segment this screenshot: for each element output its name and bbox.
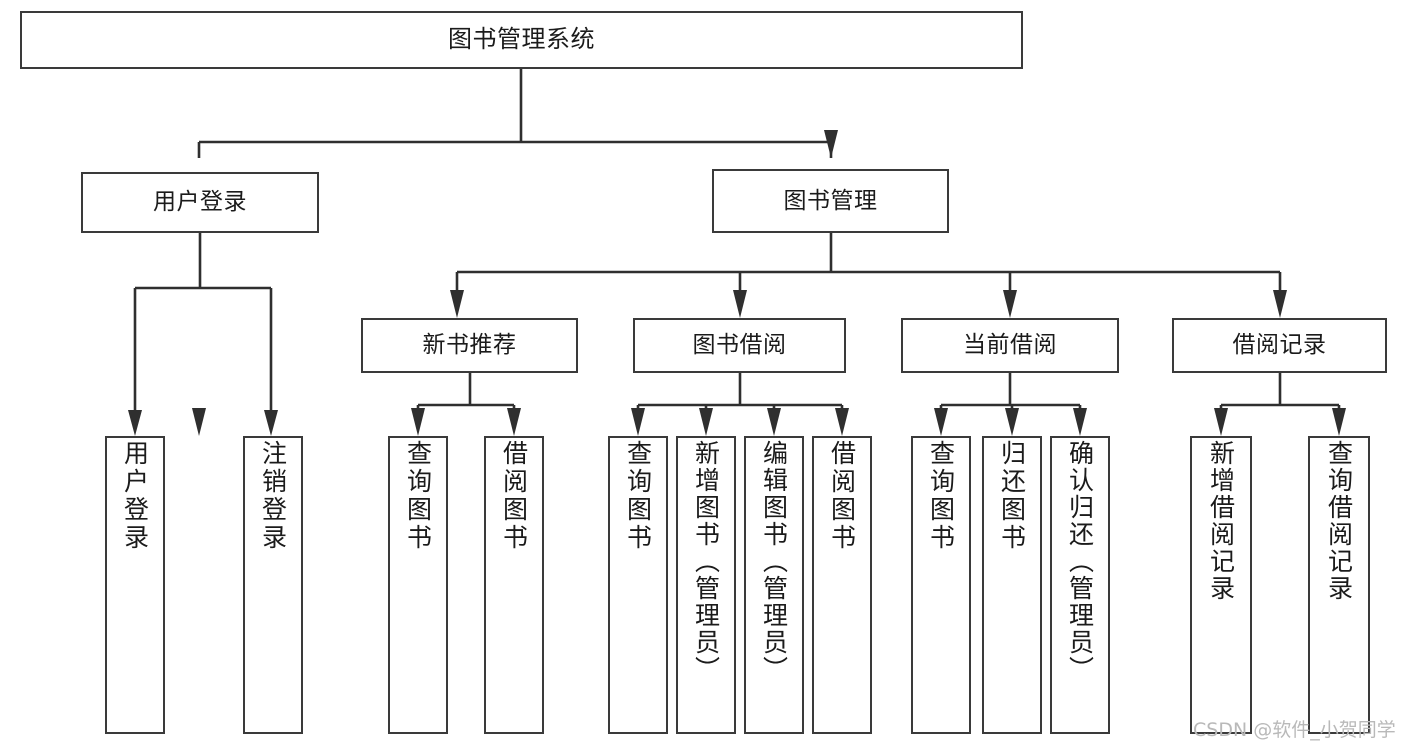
node-root[interactable]: 图书管理系统 [20,11,1023,69]
leaf-query-book-recommend-label: 查询图书 [403,440,433,552]
leaf-borrow-book-label: 借阅图书 [827,440,857,552]
node-root-label: 图书管理系统 [448,25,595,54]
leaf-query-book-borrow-label: 查询图书 [623,440,653,552]
node-user-login[interactable]: 用户登录 [81,172,319,233]
leaf-query-book-recommend[interactable]: 查询图书 [388,436,448,734]
leaf-borrow-book-recommend-label: 借阅图书 [499,440,529,552]
leaf-query-book-borrow[interactable]: 查询图书 [608,436,668,734]
leaf-query-borrow-record[interactable]: 查询借阅记录 [1308,436,1370,734]
leaf-logout-label: 注销登录 [258,440,288,552]
leaf-borrow-book-recommend[interactable]: 借阅图书 [484,436,544,734]
leaf-add-book-admin[interactable]: 新增图书（管理员） [676,436,736,734]
leaf-query-borrow-record-label: 查询借阅记录 [1324,440,1354,602]
leaf-confirm-return-admin[interactable]: 确认归还（管理员） [1050,436,1110,734]
node-current-borrow[interactable]: 当前借阅 [901,318,1119,373]
leaf-add-borrow-record[interactable]: 新增借阅记录 [1190,436,1252,734]
csdn-watermark: CSDN @软件_小贺同学 [1193,719,1396,741]
leaf-user-login-label: 用户登录 [120,440,150,552]
leaf-add-borrow-record-label: 新增借阅记录 [1206,440,1236,602]
leaf-logout[interactable]: 注销登录 [243,436,303,734]
leaf-edit-book-admin-label: 编辑图书（管理员） [759,440,789,683]
node-book-borrow-label: 图书借阅 [692,332,787,359]
node-current-borrow-label: 当前借阅 [963,332,1057,359]
leaf-return-book-label: 归还图书 [997,440,1027,552]
node-book-management[interactable]: 图书管理 [712,169,949,233]
node-new-book-recommend[interactable]: 新书推荐 [361,318,578,373]
leaf-query-book-current[interactable]: 查询图书 [911,436,971,734]
leaf-add-book-admin-label: 新增图书（管理员） [691,440,721,683]
node-user-login-label: 用户登录 [153,189,247,216]
node-borrow-record[interactable]: 借阅记录 [1172,318,1387,373]
leaf-user-login[interactable]: 用户登录 [105,436,165,734]
node-book-borrow[interactable]: 图书借阅 [633,318,846,373]
node-book-management-label: 图书管理 [783,187,878,214]
leaf-borrow-book[interactable]: 借阅图书 [812,436,872,734]
leaf-query-book-current-label: 查询图书 [926,440,956,552]
node-new-book-recommend-label: 新书推荐 [422,332,517,359]
leaf-return-book[interactable]: 归还图书 [982,436,1042,734]
leaf-confirm-return-admin-label: 确认归还（管理员） [1065,440,1095,683]
node-borrow-record-label: 借阅记录 [1232,332,1327,359]
leaf-edit-book-admin[interactable]: 编辑图书（管理员） [744,436,804,734]
